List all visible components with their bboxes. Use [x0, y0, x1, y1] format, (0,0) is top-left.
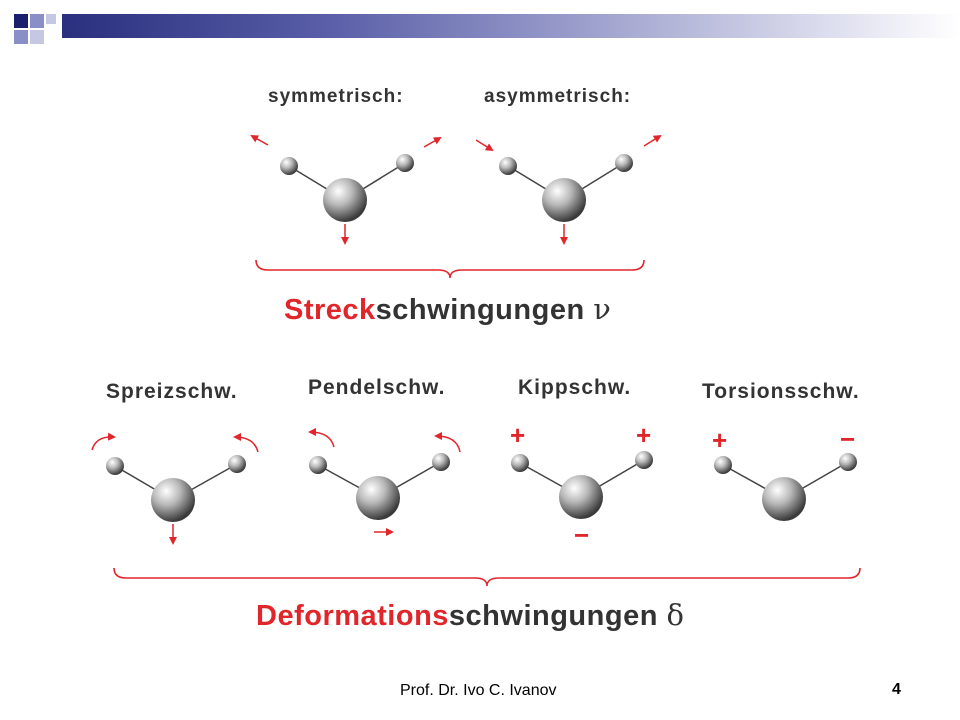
label-pendel: Pendelschw.: [308, 376, 446, 399]
deformation-symbol: δ: [666, 598, 685, 632]
stretch-title: Streckschwingungen ν: [284, 292, 611, 327]
stretch-brace: [255, 259, 645, 279]
label-kipp: Kippschw.: [518, 376, 632, 399]
molecule-pendel: [308, 428, 461, 536]
h-atom-left: [309, 456, 327, 474]
footer-page-number: 4: [892, 681, 901, 698]
curved-arrow-icon: [308, 428, 335, 448]
h-atom-right: [228, 455, 246, 473]
arrow-icon: [475, 139, 494, 152]
torsion-sign-right: −: [840, 424, 857, 454]
header-gradient-bar: [62, 14, 960, 38]
header-square-light: [30, 14, 44, 28]
header-square-pale: [30, 30, 44, 44]
stretch-title-colored: Streck: [284, 294, 376, 326]
h-atom-right: [396, 154, 414, 172]
o-atom: [356, 476, 400, 520]
stretch-symbol: ν: [593, 292, 612, 326]
h-atom-right: [432, 453, 450, 471]
header-square-light-2: [14, 30, 28, 44]
o-atom: [762, 477, 806, 521]
footer-author: Prof. Dr. Ivo C. Ivanov: [400, 682, 557, 699]
arrow-icon: [423, 137, 442, 148]
h-atom-left: [511, 454, 529, 472]
label-torsion: Torsionsschw.: [702, 380, 860, 403]
arrow-icon: [643, 134, 662, 147]
molecule-symmetric: [250, 135, 442, 245]
molecule-torsion: [714, 453, 857, 521]
h-atom-left: [106, 457, 124, 475]
molecule-spreiz: [91, 432, 259, 545]
h-atom-left: [280, 157, 298, 175]
label-symmetric: symmetrisch:: [268, 86, 404, 107]
arrow-icon: [250, 135, 269, 146]
deformation-title: Deformationsschwingungen δ: [256, 598, 684, 633]
deformation-title-rest: schwingungen: [448, 600, 658, 632]
deformation-brace: [113, 567, 861, 587]
kipp-sign-left: +: [510, 420, 527, 450]
stretch-title-rest: schwingungen: [375, 294, 585, 326]
h-atom-right: [839, 453, 857, 471]
label-asymmetric: asymmetrisch:: [484, 86, 632, 107]
kipp-sign-right: +: [636, 420, 653, 450]
header-square-small: [46, 14, 56, 24]
o-atom: [323, 178, 367, 222]
kipp-sign-bottom: −: [574, 520, 591, 550]
deformation-title-colored: Deformations: [256, 600, 449, 632]
header-square-dark: [14, 14, 28, 28]
o-atom: [559, 475, 603, 519]
molecule-kipp: [511, 451, 653, 519]
label-spreiz: Spreizschw.: [106, 380, 238, 403]
molecule-asymmetric: [475, 134, 662, 245]
h-atom-left: [714, 456, 732, 474]
curved-arrow-icon: [91, 432, 116, 451]
h-atom-left: [499, 157, 517, 175]
h-atom-right: [635, 451, 653, 469]
o-atom: [542, 178, 586, 222]
curved-arrow-icon: [434, 432, 461, 453]
h-atom-right: [615, 154, 633, 172]
o-atom: [151, 478, 195, 522]
curved-arrow-icon: [233, 433, 259, 453]
torsion-sign-left: +: [712, 425, 729, 455]
